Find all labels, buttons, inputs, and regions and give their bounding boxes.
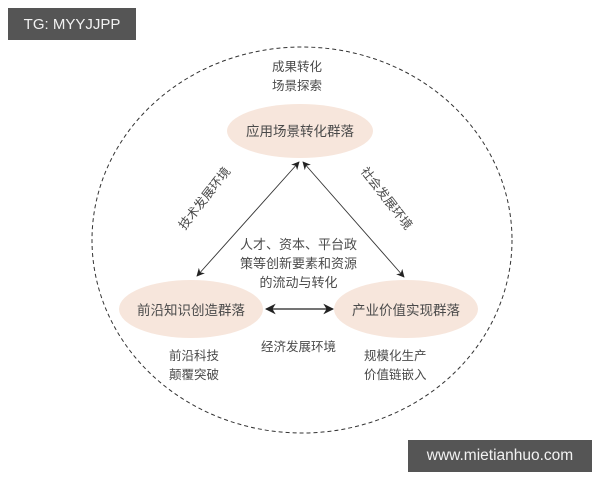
right-caption: 规模化生产 价值链嵌入	[364, 348, 427, 382]
node-top-label: 应用场景转化群落	[246, 124, 354, 140]
center-text: 人才、资本、平台政 策等创新要素和资源 的流动与转化	[240, 238, 358, 291]
watermark-top-left: TG: MYYJJPP	[8, 8, 136, 40]
node-left-label: 前沿知识创造群落	[137, 303, 245, 319]
top-caption: 成果转化 场景探索	[272, 59, 323, 93]
node-right-ellipse	[334, 280, 478, 338]
watermark-bottom-right: www.mietianhuo.com	[408, 440, 592, 472]
outer-dashed-circle	[91, 46, 513, 434]
left-caption: 前沿科技 颠覆突破	[169, 348, 220, 382]
edge-top-right-arrow	[302, 161, 405, 278]
edge-left-top-arrow	[196, 161, 300, 277]
edge-label-economic-environment: 经济发展环境	[261, 339, 337, 354]
node-left-ellipse	[119, 280, 263, 338]
node-right-label: 产业价值实现群落	[352, 303, 460, 319]
node-top-ellipse	[227, 104, 373, 158]
